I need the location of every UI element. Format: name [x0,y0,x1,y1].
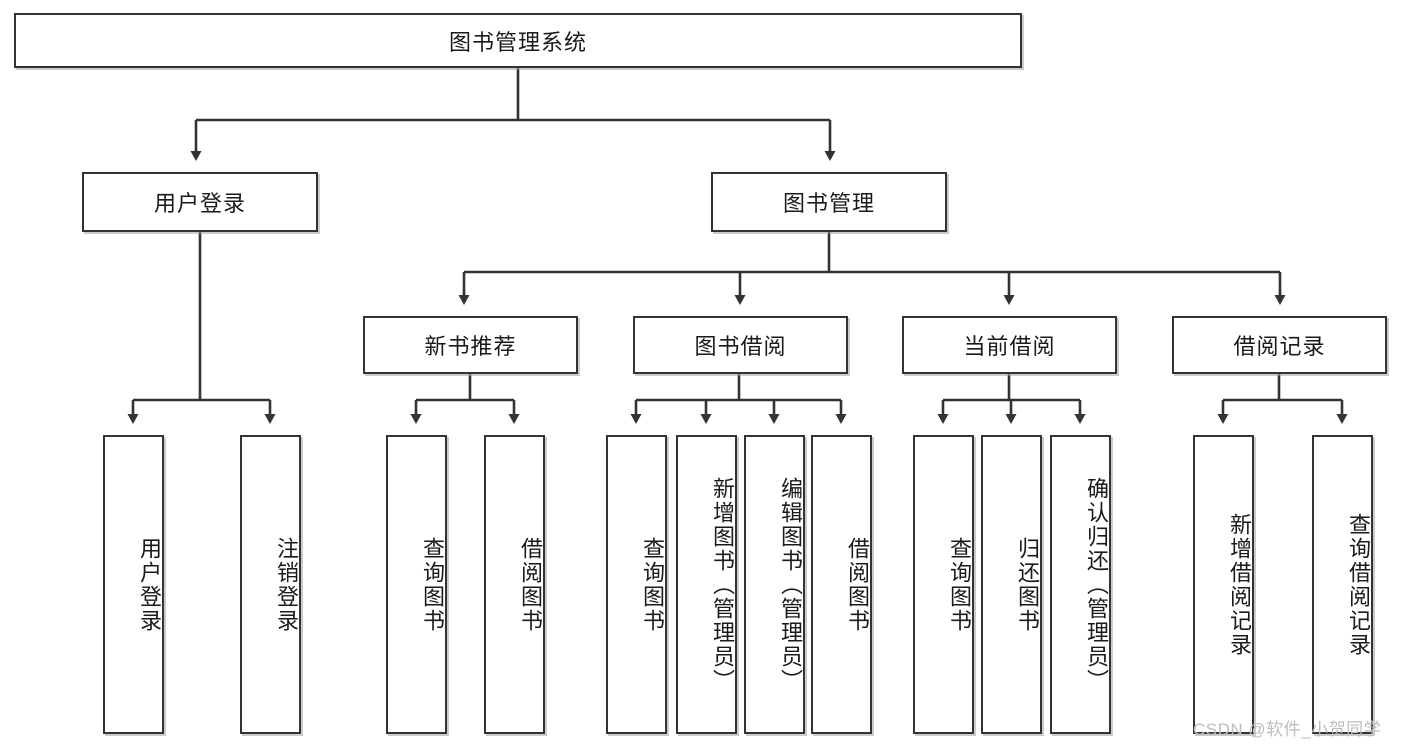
leaf-query-record[interactable]: 查询借阅记录 [1312,435,1373,734]
leaf-add-book-label: 新增图书（管理员） [710,476,735,693]
node-borrow-record-label: 借阅记录 [1233,334,1326,359]
leaf-return-book-label: 归还图书 [1015,536,1040,633]
leaf-add-book[interactable]: 新增图书（管理员） [676,435,737,734]
leaf-confirm-return[interactable]: 确认归还（管理员） [1050,435,1111,734]
node-root-label: 图书管理系统 [448,29,587,55]
leaf-query-book-2[interactable]: 查询图书 [606,435,667,734]
leaf-query-book-3[interactable]: 查询图书 [913,435,974,734]
node-user-login[interactable]: 用户登录 [82,172,318,232]
leaf-user-login[interactable]: 用户登录 [103,435,164,734]
node-new-book-recommend-label: 新书推荐 [424,334,517,359]
node-current-borrow-label: 当前借阅 [963,334,1056,359]
leaf-return-book[interactable]: 归还图书 [981,435,1042,734]
leaf-borrow-book-2-label: 借阅图书 [845,536,870,633]
leaf-query-book-1[interactable]: 查询图书 [386,435,447,734]
node-user-login-label: 用户登录 [153,191,246,216]
leaf-add-record-label: 新增借阅记录 [1227,512,1252,657]
leaf-logout-label: 注销登录 [274,536,299,633]
leaf-edit-book-label: 编辑图书（管理员） [778,476,803,693]
leaf-edit-book[interactable]: 编辑图书（管理员） [744,435,805,734]
node-root[interactable]: 图书管理系统 [14,13,1022,68]
node-book-manage[interactable]: 图书管理 [711,172,947,232]
node-book-borrow[interactable]: 图书借阅 [633,316,848,374]
leaf-user-login-label: 用户登录 [137,536,162,633]
node-book-borrow-label: 图书借阅 [694,334,787,359]
leaf-confirm-return-label: 确认归还（管理员） [1084,476,1109,693]
leaf-query-book-2-label: 查询图书 [640,536,665,633]
node-borrow-record[interactable]: 借阅记录 [1172,316,1387,374]
leaf-logout[interactable]: 注销登录 [240,435,301,734]
watermark-text: CSDN @软件_小贺同学 [1193,720,1382,739]
leaf-query-record-label: 查询借阅记录 [1346,512,1371,657]
node-current-borrow[interactable]: 当前借阅 [902,316,1117,374]
leaf-query-book-3-label: 查询图书 [947,536,972,633]
node-new-book-recommend[interactable]: 新书推荐 [363,316,578,374]
leaf-add-record[interactable]: 新增借阅记录 [1193,435,1254,734]
leaf-query-book-1-label: 查询图书 [420,536,445,633]
node-book-manage-label: 图书管理 [782,191,875,216]
leaf-borrow-book-1[interactable]: 借阅图书 [484,435,545,734]
leaf-borrow-book-2[interactable]: 借阅图书 [811,435,872,734]
leaf-borrow-book-1-label: 借阅图书 [518,536,543,633]
